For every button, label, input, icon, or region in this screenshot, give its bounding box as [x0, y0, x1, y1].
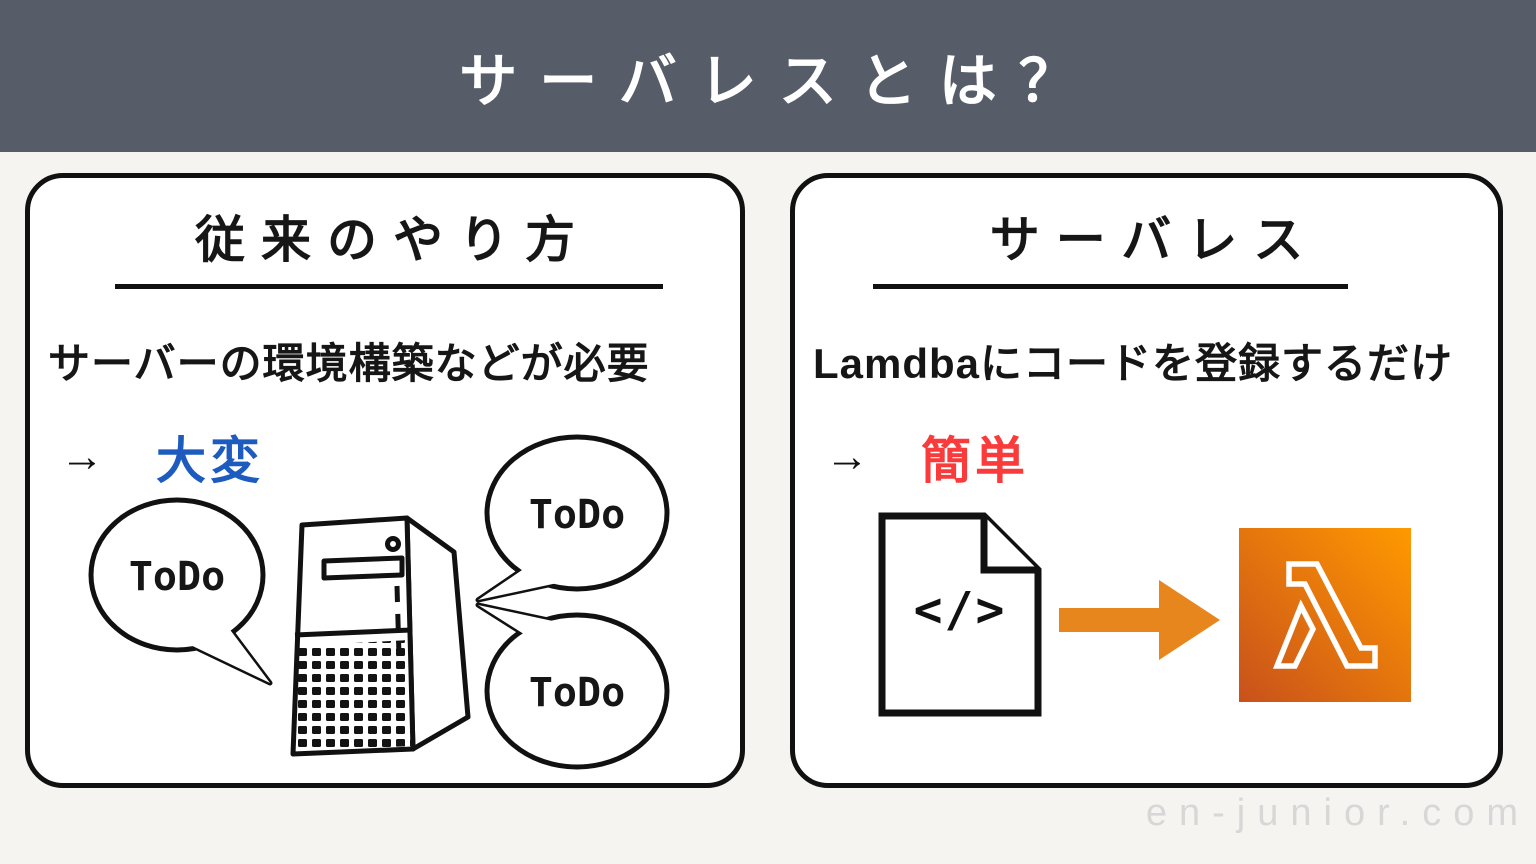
right-arrow-glyph: → [825, 432, 869, 481]
title-underline [115, 284, 663, 289]
aws-lambda-icon [1239, 528, 1411, 702]
speech-bubble-left: ToDo [88, 497, 273, 686]
verdict-easy-label: 簡単 [921, 433, 1029, 489]
todo-label: ToDo [529, 670, 625, 716]
speech-bubble-top-right: ToDo [475, 434, 670, 603]
card-serverless-title: サーバレス [989, 212, 1320, 268]
page-title: サーバレスとは？ [459, 49, 1099, 114]
flow-arrow-icon [1059, 580, 1220, 660]
card-traditional-body: サーバーの環境構築などが必要 [48, 340, 650, 387]
right-arrow-glyph: → [60, 432, 104, 481]
server-tower-icon [290, 515, 471, 757]
card-traditional-way: 従来のやり方 サーバーの環境構築などが必要 → 大変 ToDo [25, 173, 745, 788]
site-watermark: en-junior.com [1145, 792, 1530, 834]
card-serverless: サーバレス Lamdbaにコードを登録するだけ → 簡単 </> [790, 173, 1503, 788]
code-file-icon [878, 512, 1042, 717]
server-tower-illustration: ToDo ToDo ToDo [88, 434, 670, 770]
verdict-row: → 大変 [60, 421, 264, 493]
code-glyph: </> [913, 582, 1007, 638]
card-traditional-title: 従来のやり方 [195, 212, 591, 268]
todo-label: ToDo [529, 492, 625, 538]
speech-bubble-bottom-right: ToDo [475, 602, 670, 770]
todo-label: ToDo [129, 554, 225, 600]
header-bar: サーバレスとは？ [0, 0, 1536, 152]
verdict-hard-label: 大変 [156, 433, 264, 489]
title-underline [873, 284, 1348, 289]
card-serverless-body: Lamdbaにコードを登録するだけ [813, 340, 1454, 387]
verdict-row: → 簡単 [825, 421, 1029, 493]
